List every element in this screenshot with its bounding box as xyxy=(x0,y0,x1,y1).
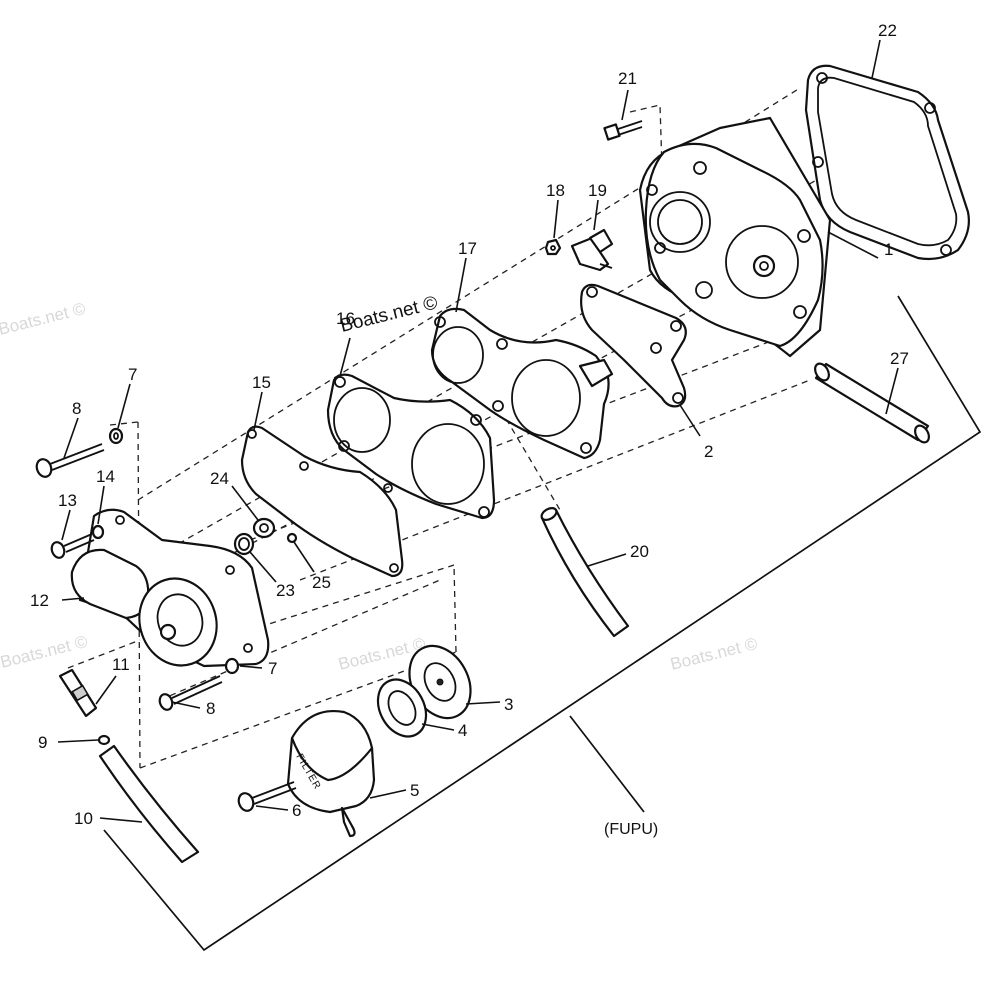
callout-21: 21 xyxy=(618,69,637,88)
washer-7-lower xyxy=(224,657,263,675)
clip-9 xyxy=(57,734,111,746)
assembly-frame xyxy=(103,295,982,952)
callout-15: 15 xyxy=(252,373,271,392)
fitting-11 xyxy=(58,668,117,718)
callout-14: 14 xyxy=(96,467,115,486)
screw-8-lower xyxy=(158,675,223,711)
callout-1: 1 xyxy=(884,240,893,259)
gasket-22 xyxy=(804,64,970,261)
screw-6 xyxy=(237,781,297,812)
watermark: Boats.net © xyxy=(668,634,759,674)
screw-8-upper xyxy=(35,417,105,478)
gasket-ring-4 xyxy=(376,678,455,738)
callout-8-lower: 8 xyxy=(206,699,215,718)
filter-cover-5: FILTER xyxy=(286,710,407,838)
hose-20 xyxy=(540,507,630,638)
elbow-fitting-19 xyxy=(570,199,614,272)
pump-cover-12 xyxy=(61,508,270,668)
retainer-23 xyxy=(233,532,277,583)
callout-7-upper: 7 xyxy=(128,365,137,384)
callout-23: 23 xyxy=(276,581,295,600)
watermark: Boats.net © xyxy=(0,632,90,672)
nut-18 xyxy=(544,199,562,256)
assembly-code: (FUPU) xyxy=(604,821,658,838)
diaphragm-housing-17 xyxy=(430,257,614,460)
callout-12: 12 xyxy=(30,591,49,610)
check-valve-24 xyxy=(231,485,276,539)
screw-25 xyxy=(286,532,315,573)
plate-2 xyxy=(580,283,701,437)
hose-27 xyxy=(814,362,930,444)
callout-13: 13 xyxy=(58,491,77,510)
callout-17: 17 xyxy=(458,239,477,258)
pump-body-1 xyxy=(638,116,832,358)
gasket-15 xyxy=(240,391,404,578)
callout-18: 18 xyxy=(546,181,565,200)
callout-16: 16 xyxy=(336,309,355,328)
callout-27: 27 xyxy=(890,349,909,368)
watermark: Boats.net © xyxy=(0,299,88,339)
washer-14 xyxy=(91,485,105,540)
screw-13 xyxy=(50,509,95,559)
callout-11: 11 xyxy=(112,655,130,674)
leader-1 xyxy=(827,231,879,259)
bolt-21 xyxy=(603,89,643,141)
callout-2: 2 xyxy=(704,442,713,461)
leader-22 xyxy=(871,39,881,79)
callout-8-upper: 8 xyxy=(72,399,81,418)
callout-20: 20 xyxy=(630,542,649,561)
gasket-16 xyxy=(326,337,496,520)
callout-22: 22 xyxy=(878,21,897,40)
callout-19: 19 xyxy=(588,181,607,200)
hose-10 xyxy=(98,744,200,864)
callout-5: 5 xyxy=(410,781,419,800)
callout-9: 9 xyxy=(38,733,47,752)
callout-25: 25 xyxy=(312,573,331,592)
callout-7-lower: 7 xyxy=(268,659,277,678)
washer-7-upper xyxy=(108,383,131,445)
callout-4: 4 xyxy=(458,721,467,740)
callout-24: 24 xyxy=(210,469,229,488)
callout-10: 10 xyxy=(74,809,93,828)
callout-3: 3 xyxy=(504,695,513,714)
callout-6: 6 xyxy=(292,801,301,820)
